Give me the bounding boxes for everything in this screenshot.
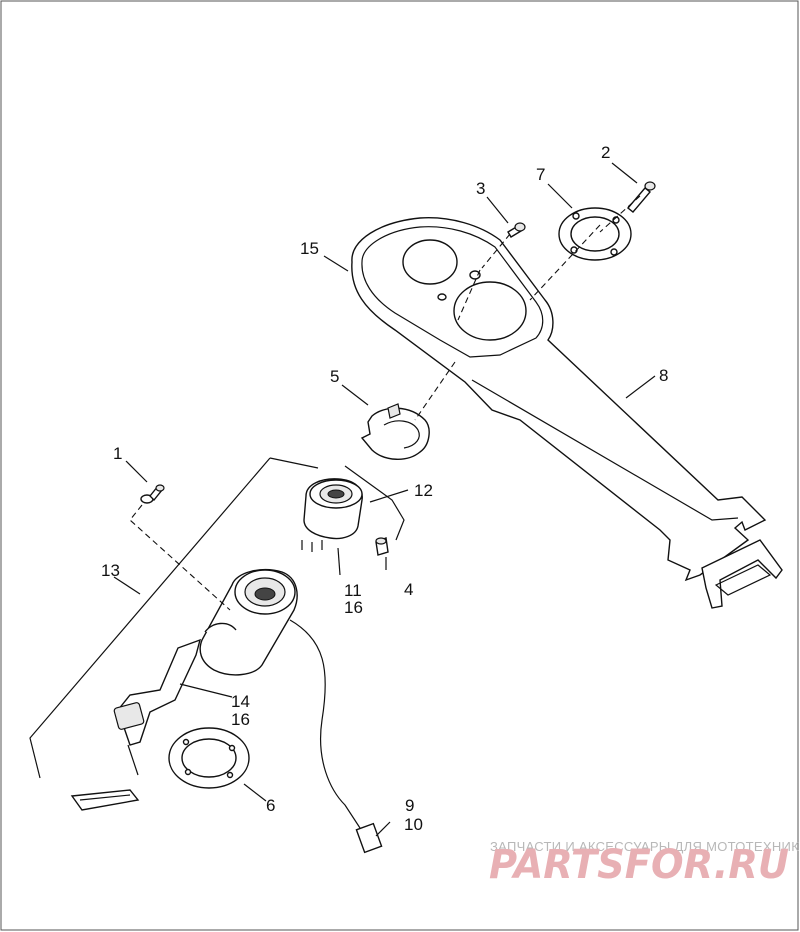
assembly-lines — [129, 195, 641, 611]
callout-3: 3 — [476, 179, 485, 198]
callout-8: 8 — [659, 366, 668, 385]
callout-16-upper: 16 — [344, 598, 363, 617]
callout-7: 7 — [536, 165, 545, 184]
callout-5: 5 — [330, 367, 339, 386]
watermark-brand: PARTSFOR.RU — [489, 842, 789, 888]
callout-15: 15 — [300, 239, 319, 258]
callout-labels: 1 2 3 4 5 6 7 8 9 10 11 12 13 14 15 16 1… — [101, 143, 668, 834]
callout-14: 14 — [231, 692, 250, 711]
callout-12: 12 — [414, 481, 433, 500]
leader-lines — [113, 162, 656, 837]
group-bracket-13 — [29, 457, 319, 779]
sending-unit — [301, 478, 363, 552]
callout-10: 10 — [404, 815, 423, 834]
callout-13: 13 — [101, 561, 120, 580]
watermark-tagline: ЗАПЧАСТИ И АКСЕССУАРЫ ДЛЯ МОТОТЕХНИКИ — [490, 839, 800, 854]
callout-16-lower: 16 — [231, 710, 250, 729]
callout-9: 9 — [405, 796, 414, 815]
gasket-ring — [558, 207, 632, 261]
callout-2: 2 — [601, 143, 610, 162]
long-screw — [626, 181, 656, 213]
small-screw — [507, 222, 526, 238]
screw-with-washer — [140, 484, 165, 504]
watermark: ЗАПЧАСТИ И АКСЕССУАРЫ ДЛЯ МОТОТЕХНИКИ PA… — [489, 839, 800, 888]
fuel-pump-assembly — [70, 568, 383, 854]
group-bracket-12 — [344, 465, 405, 541]
callout-4: 4 — [404, 580, 413, 599]
retainer-clip — [360, 403, 430, 460]
callout-6: 6 — [266, 796, 275, 815]
callout-11: 11 — [344, 581, 362, 600]
callout-1: 1 — [113, 444, 122, 463]
small-bulb — [375, 537, 389, 556]
pump-gasket — [168, 727, 250, 789]
console-panel — [351, 217, 783, 609]
